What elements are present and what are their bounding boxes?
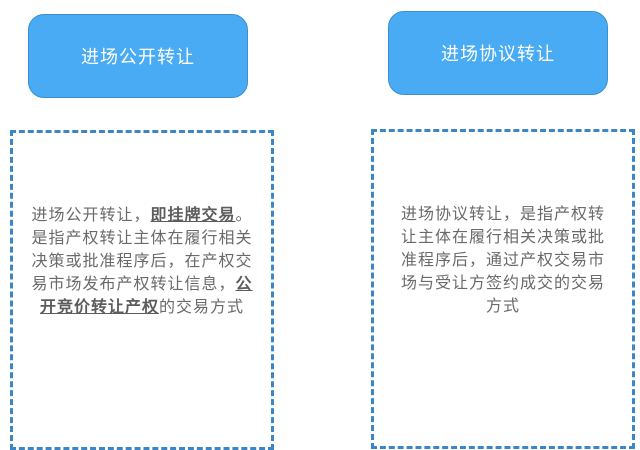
public-transfer-heading: 进场公开转让 (28, 14, 248, 98)
agreement-transfer-heading: 进场协议转让 (388, 11, 608, 95)
desc-text-3: 的交易方式 (159, 296, 245, 316)
listing-trade-emphasis: 即挂牌交易 (150, 204, 236, 224)
desc-text-1: 进场公开转让， (31, 204, 151, 224)
public-transfer-title: 进场公开转让 (81, 47, 195, 68)
agreement-transfer-definition-box: 进场协议转让，是指产权转让主体在履行相关决策或批准程序后，通过产权交易市场与受让… (371, 129, 635, 449)
desc-text-2: 。是指产权转让主体在履行相关决策或批准程序后，在产权交易市场发布产权转让信息， (31, 204, 253, 293)
public-transfer-description: 进场公开转让，即挂牌交易。是指产权转让主体在履行相关决策或批准程序后，在产权交易… (24, 203, 260, 318)
agreement-transfer-title: 进场协议转让 (441, 44, 555, 65)
agreement-transfer-description: 进场协议转让，是指产权转让主体在履行相关决策或批准程序后，通过产权交易市场与受让… (400, 203, 605, 315)
public-bidding-emphasis: 公开竞价转让产权 (39, 273, 253, 316)
public-transfer-definition-box: 进场公开转让，即挂牌交易。是指产权转让主体在履行相关决策或批准程序后，在产权交易… (10, 130, 274, 450)
